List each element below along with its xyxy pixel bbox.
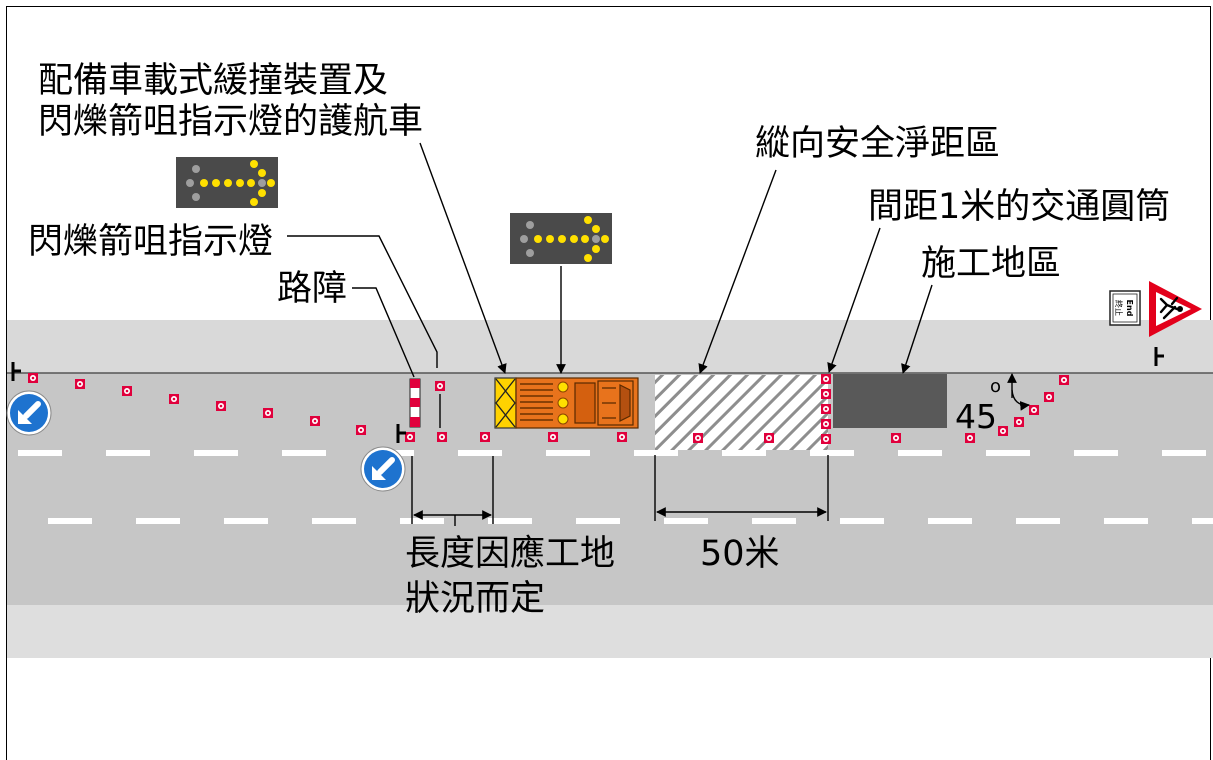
crash-cushion	[494, 377, 517, 429]
traffic-cone	[122, 386, 132, 396]
escort-vehicle-label-line-2: 閃爍箭咀指示燈的護航車	[38, 102, 423, 142]
arrow-sign-leader	[287, 235, 438, 368]
safety-zone-length-label: 50米	[700, 534, 780, 574]
escort-vehicle-leader	[419, 142, 507, 374]
cargo-bed-lines	[520, 383, 553, 421]
traffic-cone	[216, 401, 226, 411]
barrier-leader	[352, 287, 415, 378]
escort-vehicle-label-line-1: 配備車載式緩撞裝置及	[38, 61, 388, 101]
vehicle-cab-rear	[574, 382, 596, 424]
traffic-cone	[821, 434, 831, 444]
road-works-warning-sign-icon	[1149, 281, 1202, 337]
barrier-label: 路障	[277, 269, 347, 309]
flashing-arrow-board	[510, 213, 612, 264]
crash-cushion-chevrons	[495, 378, 516, 428]
safety-zone-hatched-area	[655, 375, 828, 450]
taper-angle-indicator	[1007, 373, 1030, 411]
traffic-cone	[75, 379, 85, 389]
end-plate-chinese: 終止	[1114, 300, 1124, 316]
traffic-cone	[821, 404, 831, 414]
traffic-cone	[310, 416, 320, 426]
sign-post-marker	[11, 362, 21, 381]
road-barrier-icon	[409, 378, 421, 428]
site-length-label-line-2: 狀況而定	[405, 579, 545, 619]
works-area-block	[833, 374, 947, 428]
traffic-cone	[356, 425, 366, 435]
traffic-cone	[821, 389, 831, 399]
end-plate-english: End	[1125, 300, 1134, 317]
traffic-cone	[693, 433, 703, 443]
traffic-cone	[480, 432, 490, 442]
cone-spacing-label: 間距1米的交通圓筒	[868, 187, 1170, 227]
flashing-arrow-board	[176, 157, 278, 208]
sign-post-marker	[1154, 347, 1164, 366]
safety-zone-leader	[698, 169, 777, 374]
traffic-cone	[1044, 392, 1054, 402]
sign-post-marker	[396, 424, 406, 443]
degree-mark-label: o	[990, 376, 1001, 397]
taper-angle-label: 45	[955, 397, 997, 436]
traffic-cone	[405, 432, 415, 442]
traffic-cone	[1059, 375, 1069, 385]
works-area-leader	[901, 284, 933, 374]
works-area-label: 施工地區	[921, 244, 1061, 284]
vehicle-warning-lights	[557, 381, 569, 425]
traffic-cone	[821, 374, 831, 384]
traffic-cone	[1014, 417, 1024, 427]
flashing-arrow-sign-label: 閃爍箭咀指示燈	[28, 222, 273, 262]
footpath-verge	[7, 320, 1213, 373]
site-length-label-line-1: 長度因應工地	[405, 534, 615, 574]
traffic-cone	[998, 426, 1008, 436]
keep-left-sign	[7, 391, 51, 435]
traffic-cone	[28, 373, 38, 383]
vehicle-windscreen	[602, 384, 631, 422]
traffic-cone	[437, 432, 447, 442]
escort-vehicle-icon	[494, 377, 639, 429]
traffic-cone	[169, 394, 179, 404]
traffic-cone	[821, 419, 831, 429]
safety-zone-label: 縱向安全淨距區	[755, 124, 1000, 164]
traffic-cone	[891, 433, 901, 443]
site-length-dimension	[411, 456, 494, 526]
cone-spacing-leader	[827, 227, 881, 373]
end-plate-sign: End 終止	[1109, 290, 1141, 326]
traffic-cone	[435, 381, 445, 391]
safety-zone-length-dimension	[654, 455, 829, 521]
keep-left-sign	[361, 447, 405, 491]
traffic-cone	[764, 433, 774, 443]
traffic-cone	[617, 432, 627, 442]
traffic-cone	[263, 408, 273, 418]
traffic-cone	[1029, 405, 1039, 415]
traffic-cone	[548, 432, 558, 442]
central-verge	[7, 605, 1213, 658]
